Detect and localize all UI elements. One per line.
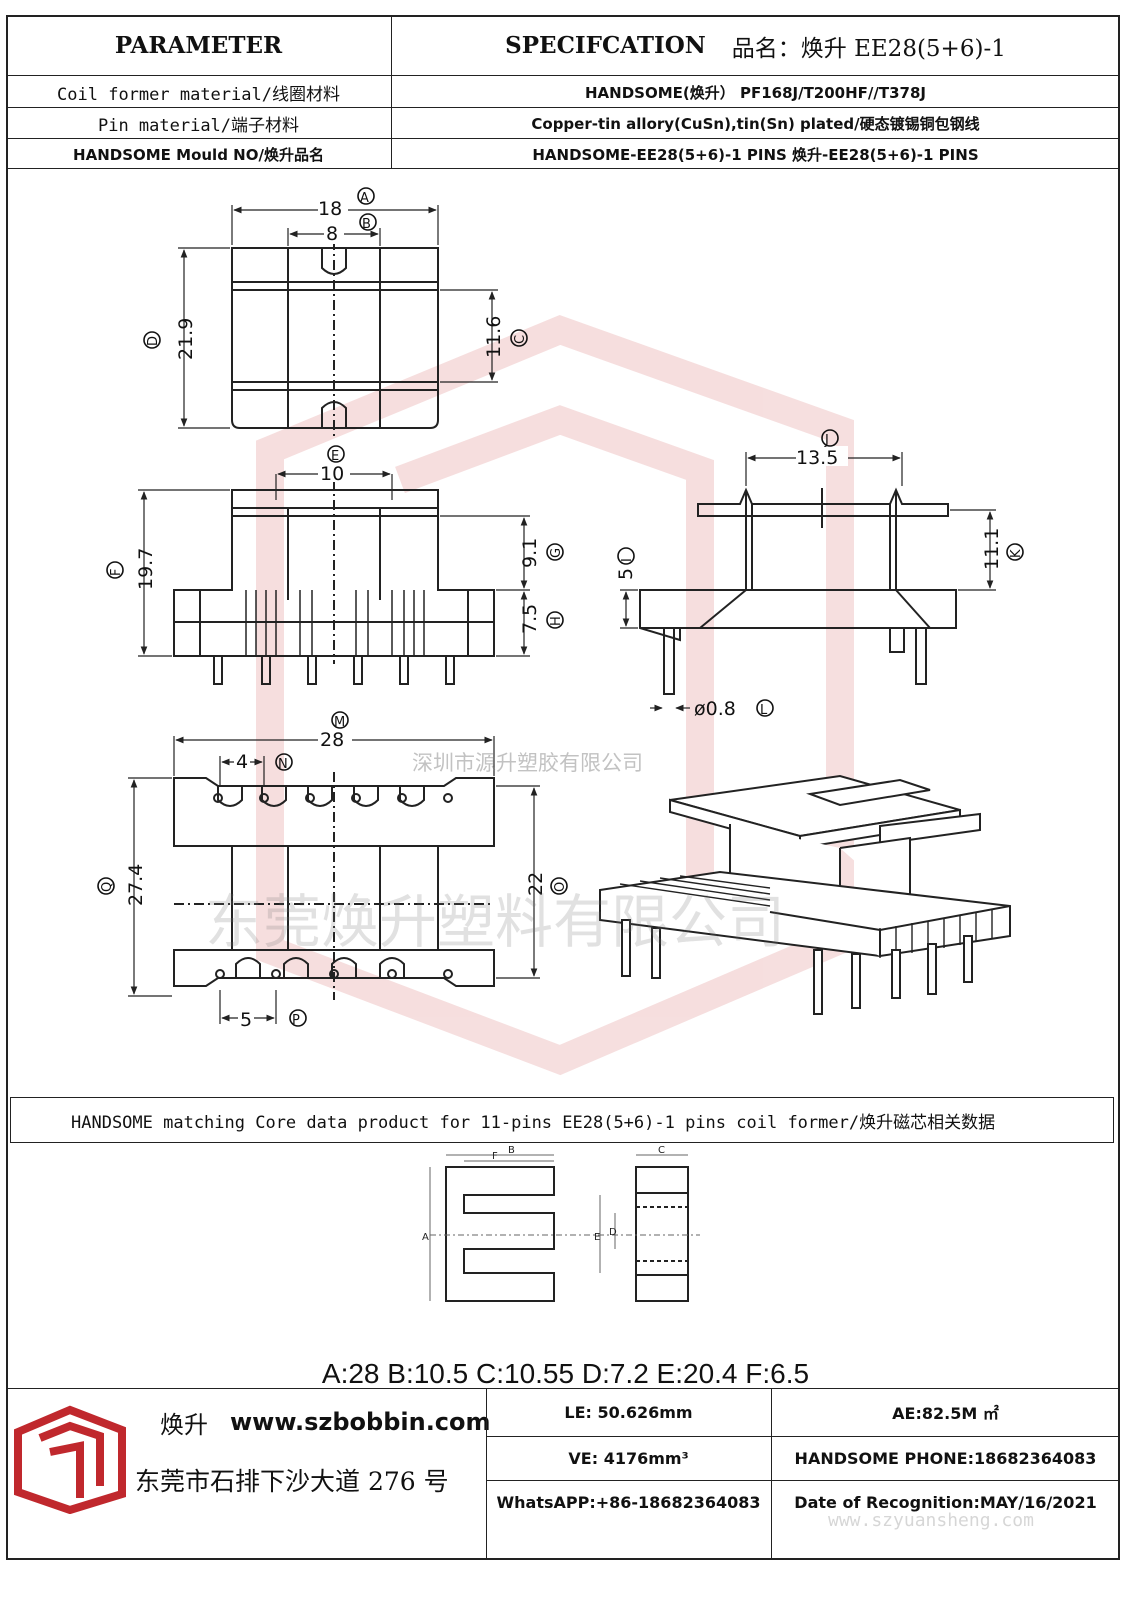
dim-22: 22	[525, 872, 547, 896]
label-d: D	[146, 336, 161, 346]
dim-10: 10	[320, 463, 344, 485]
dim-11-1: 11.1	[981, 528, 1003, 570]
footer-watermark-url: www.szyuansheng.com	[828, 1510, 1034, 1531]
core-label-a: A	[422, 1232, 429, 1243]
row-value-mould-no: HANDSOME-EE28(5+6)-1 PINS 焕升-EE28(5+6)-1…	[532, 145, 979, 164]
footer-whatsapp: WhatsAPP:+86-18682364083	[496, 1492, 761, 1512]
page-frame	[6, 15, 1120, 1560]
row-mould-no	[6, 139, 1120, 169]
footer-top-line	[6, 1388, 1120, 1389]
dim-7-5: 7.5	[519, 604, 541, 634]
core-label-f: F	[492, 1151, 498, 1162]
label-c: C	[513, 335, 528, 344]
core-dimensions: A:28 B:10.5 C:10.55 D:7.2 E:20.4 F:6.5	[321, 1358, 810, 1389]
dim-9-1: 9.1	[519, 538, 541, 568]
dim-5-pitch: 5	[240, 1009, 252, 1031]
footer-row-line-2	[486, 1480, 1120, 1481]
top-view	[178, 205, 498, 436]
footer-row-line-1	[486, 1436, 1120, 1437]
bobbin-3d-render	[599, 774, 1011, 1015]
footer-le: LE: 50.626mm	[564, 1402, 693, 1422]
row-label-pin-material: Pin material/端子材料	[97, 116, 300, 136]
label-i: I	[620, 558, 635, 562]
side-view-labels: 10 E 19.7 F 9.1 G 7.5 H	[106, 445, 564, 634]
label-m: M	[334, 715, 345, 730]
label-a: A	[360, 191, 369, 206]
core-section-title: HANDSOME matching Core data product for …	[10, 1097, 1114, 1143]
footer-brand: 焕升	[160, 1410, 208, 1439]
row-label-coil-former: Coil former material/线圈材料	[57, 84, 340, 105]
bobbin-drawing: 18 A 8 B 21.9 D 11.6 C	[97, 187, 1024, 1076]
label-h: H	[549, 616, 564, 626]
label-k: K	[1009, 549, 1024, 558]
label-j: J	[824, 433, 829, 448]
label-l: L	[760, 703, 768, 718]
label-q: Q	[100, 882, 115, 892]
row-value-pin-material: Copper-tin allory(CuSn),tin(Sn) plated/硬…	[531, 115, 980, 133]
footer-ve: VE: 4176mm³	[568, 1448, 689, 1468]
label-o: O	[553, 882, 568, 892]
core-label-d: D	[609, 1227, 617, 1238]
dim-28: 28	[320, 729, 344, 751]
product-name: 品名：焕升 EE28(5+6)-1	[731, 35, 1006, 62]
dim-4: 4	[236, 751, 248, 773]
dim-19-7: 19.7	[135, 548, 157, 590]
footer-divider-1	[486, 1388, 487, 1560]
footer-website[interactable]: www.szbobbin.com	[230, 1408, 491, 1436]
core-label-e: E	[594, 1232, 600, 1243]
header-row	[6, 15, 1120, 76]
footer-divider-2	[771, 1388, 772, 1560]
side-view	[138, 470, 530, 685]
label-p: P	[292, 1013, 300, 1028]
footer-address: 东莞市石排下沙大道 276 号	[135, 1467, 449, 1496]
label-g: G	[549, 548, 564, 558]
row-value-coil-former: HANDSOME(焕升） PF168J/T200HF//T378J	[584, 83, 926, 102]
watermark-sz: 深圳市源升塑胶有限公司	[412, 751, 643, 775]
footer-phone: HANDSOME PHONE:18682364083	[794, 1448, 1097, 1468]
dim-13-5: 13.5	[796, 447, 838, 469]
core-drawing: B F C A E D	[422, 1145, 700, 1302]
watermark-dg: 东莞焕升塑料有限公司	[205, 888, 785, 956]
core-label-b: B	[508, 1145, 515, 1156]
bottom-view	[128, 736, 540, 1024]
row-pin-material	[6, 108, 1120, 139]
dim-5: 5	[615, 568, 637, 580]
dim-pin-0-8: ø0.8	[694, 698, 736, 720]
row-coil-former	[6, 76, 1120, 108]
row-label-mould-no: HANDSOME Mould NO/焕升品名	[73, 145, 324, 164]
bottom-view-labels: 28 M 4 N 27.4 Q 22 O 5 P	[97, 711, 568, 1031]
dim-27-4: 27.4	[125, 864, 147, 906]
company-logo-icon	[14, 1405, 126, 1514]
footer-brand-line: 焕升 www.szbobbin.com	[160, 1402, 491, 1442]
label-f: F	[109, 569, 124, 576]
core-label-c: C	[658, 1145, 665, 1156]
spec-heading: SPECIFCATION 品名：焕升 EE28(5+6)-1	[391, 15, 1120, 76]
label-b: B	[362, 217, 371, 232]
parameter-heading: PARAMETER	[114, 32, 283, 59]
label-e: E	[331, 449, 339, 464]
dim-21-9: 21.9	[175, 318, 197, 360]
top-view-labels: 18 A 8 B 21.9 D 11.6 C	[143, 187, 528, 360]
dim-11-6: 11.6	[483, 316, 505, 358]
footer-date: Date of Recognition:MAY/16/2021	[794, 1492, 1097, 1512]
end-view	[620, 452, 996, 712]
dim-8: 8	[326, 223, 338, 245]
dim-18: 18	[318, 198, 342, 220]
footer-ae: AE:82.5M ㎡	[892, 1404, 999, 1423]
header-divider	[391, 15, 392, 169]
spec-label: SPECIFCATION	[505, 32, 706, 59]
end-view-labels: 13.5 J 5 I 11.1 K ø0.8 L	[615, 429, 1024, 720]
label-n: N	[278, 757, 288, 772]
